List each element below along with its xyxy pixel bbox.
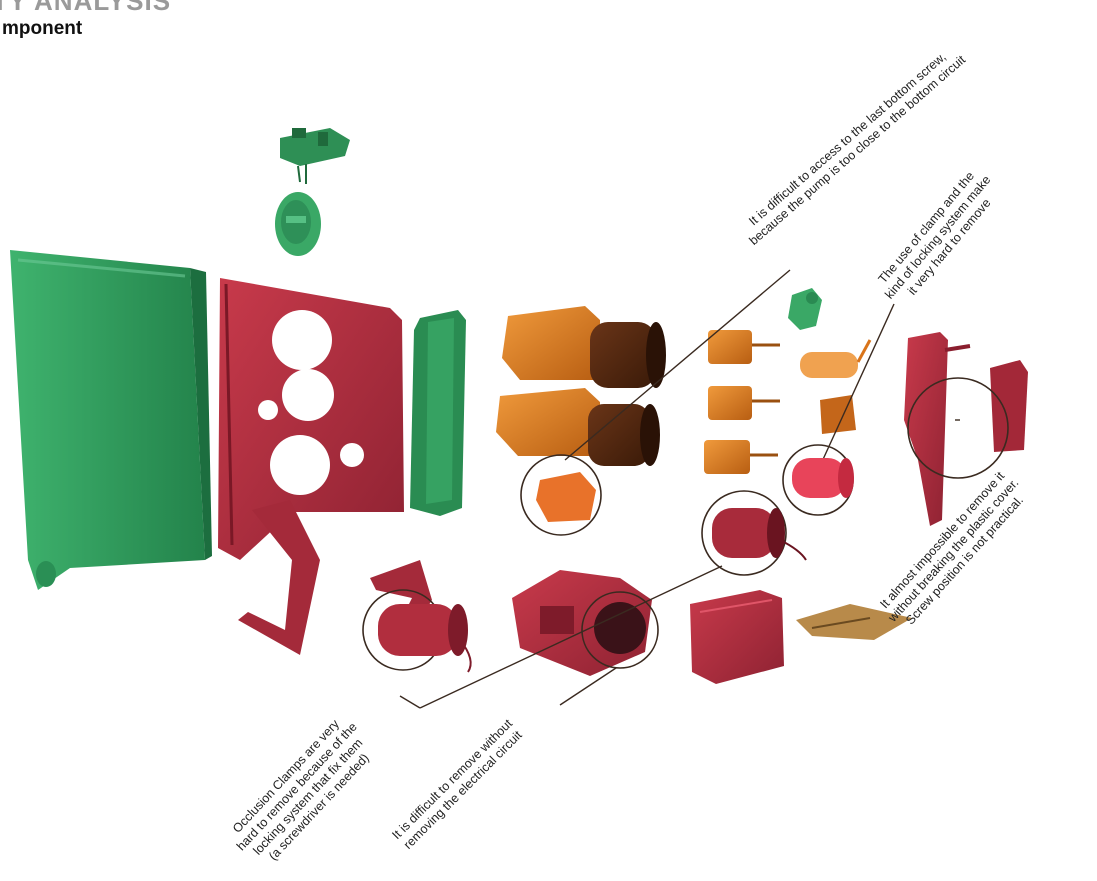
green-top-board: [280, 128, 350, 184]
red-circuit-plate: [690, 590, 784, 684]
detail-red-motor: [712, 508, 806, 560]
red-frame: [218, 278, 432, 655]
green-back-cover: [410, 310, 466, 516]
orange-pump-upper: [502, 306, 666, 388]
detail-pump-base: [536, 472, 596, 522]
leader-lines: [400, 270, 960, 708]
green-side-panel: [10, 250, 212, 590]
detail-occlusion-clamp-motor: [378, 604, 471, 672]
green-knob: [275, 192, 321, 256]
green-connector: [788, 288, 822, 330]
detail-pink-valve: [792, 458, 854, 498]
orange-valves: [704, 330, 870, 474]
